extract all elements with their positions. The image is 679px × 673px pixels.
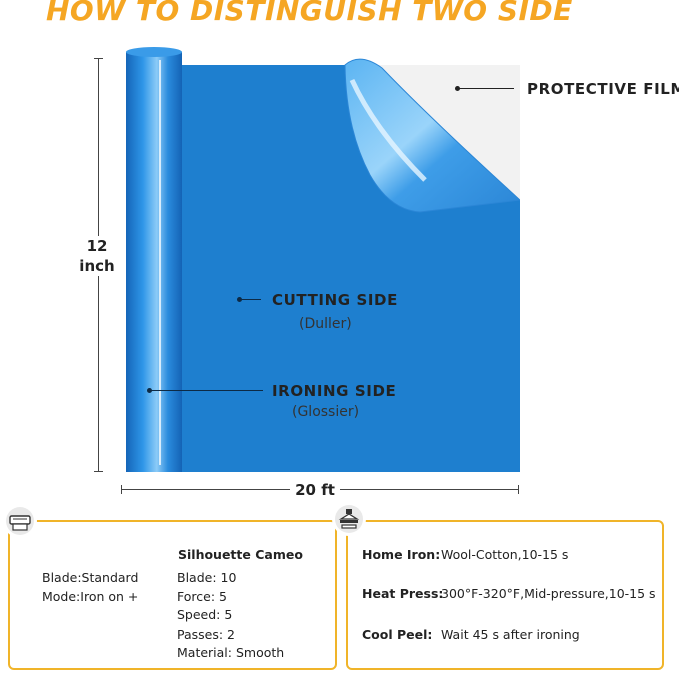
cutter-setting-item: Material: Smooth [177, 645, 285, 660]
home-iron-label: Home Iron: [362, 547, 441, 562]
heat-press-icon [335, 505, 363, 533]
cutting-side-dot [237, 297, 242, 302]
vinyl-sheet [180, 65, 520, 472]
cutter-heading: Silhouette Cameo [178, 547, 303, 562]
width-dimension-label: 20 ft [290, 480, 340, 500]
ironing-side-note: (Glossier) [292, 404, 360, 420]
cutter-machine-icon [6, 507, 34, 535]
protective-film-label: PROTECTIVE FILM [527, 80, 679, 98]
press-settings-box: Home Iron: Wool-Cotton,10-15 s Heat Pres… [346, 520, 664, 670]
ironing-side-pointer [151, 390, 263, 391]
ironing-side-label: IRONING SIDE [272, 382, 397, 400]
peeled-corner [344, 58, 520, 213]
height-dimension-label: 12 inch [72, 236, 122, 276]
blade-type: Blade:Standard [42, 570, 139, 585]
cutter-setting-item: Blade: 10 [177, 570, 237, 585]
vinyl-roll-illustration [126, 47, 520, 472]
press-badge [332, 502, 366, 536]
cutting-side-pointer [241, 299, 261, 300]
height-value: 12 [86, 237, 108, 255]
cutter-badge [3, 504, 37, 538]
home-iron-value: Wool-Cotton,10-15 s [441, 547, 569, 562]
cool-peel-label: Cool Peel: [362, 627, 433, 642]
heat-press-label: Heat Press: [362, 586, 444, 601]
cutting-side-note: (Duller) [299, 316, 352, 332]
cutter-settings-box: Blade:Standard Mode:Iron on + Silhouette… [8, 520, 337, 670]
width-dimension-right-cap [518, 485, 519, 494]
height-unit: inch [79, 257, 115, 275]
page-title: HOW TO DISTINGUISH TWO SIDE [46, 0, 573, 27]
cutter-setting-item: Passes: 2 [177, 627, 236, 642]
vinyl-roll-cylinder [126, 52, 182, 472]
cool-peel-value: Wait 45 s after ironing [441, 627, 580, 642]
protective-film-dot [455, 86, 460, 91]
cutting-side-label: CUTTING SIDE [272, 291, 398, 309]
cutter-setting-item: Speed: 5 [177, 607, 233, 622]
cutter-setting-item: Force: 5 [177, 589, 227, 604]
ironing-side-dot [147, 388, 152, 393]
height-dimension-bottom-cap [94, 471, 103, 472]
cut-mode: Mode:Iron on + [42, 589, 139, 604]
heat-press-value: 300°F-320°F,Mid-pressure,10-15 s [441, 586, 656, 601]
protective-film-pointer [458, 88, 514, 89]
